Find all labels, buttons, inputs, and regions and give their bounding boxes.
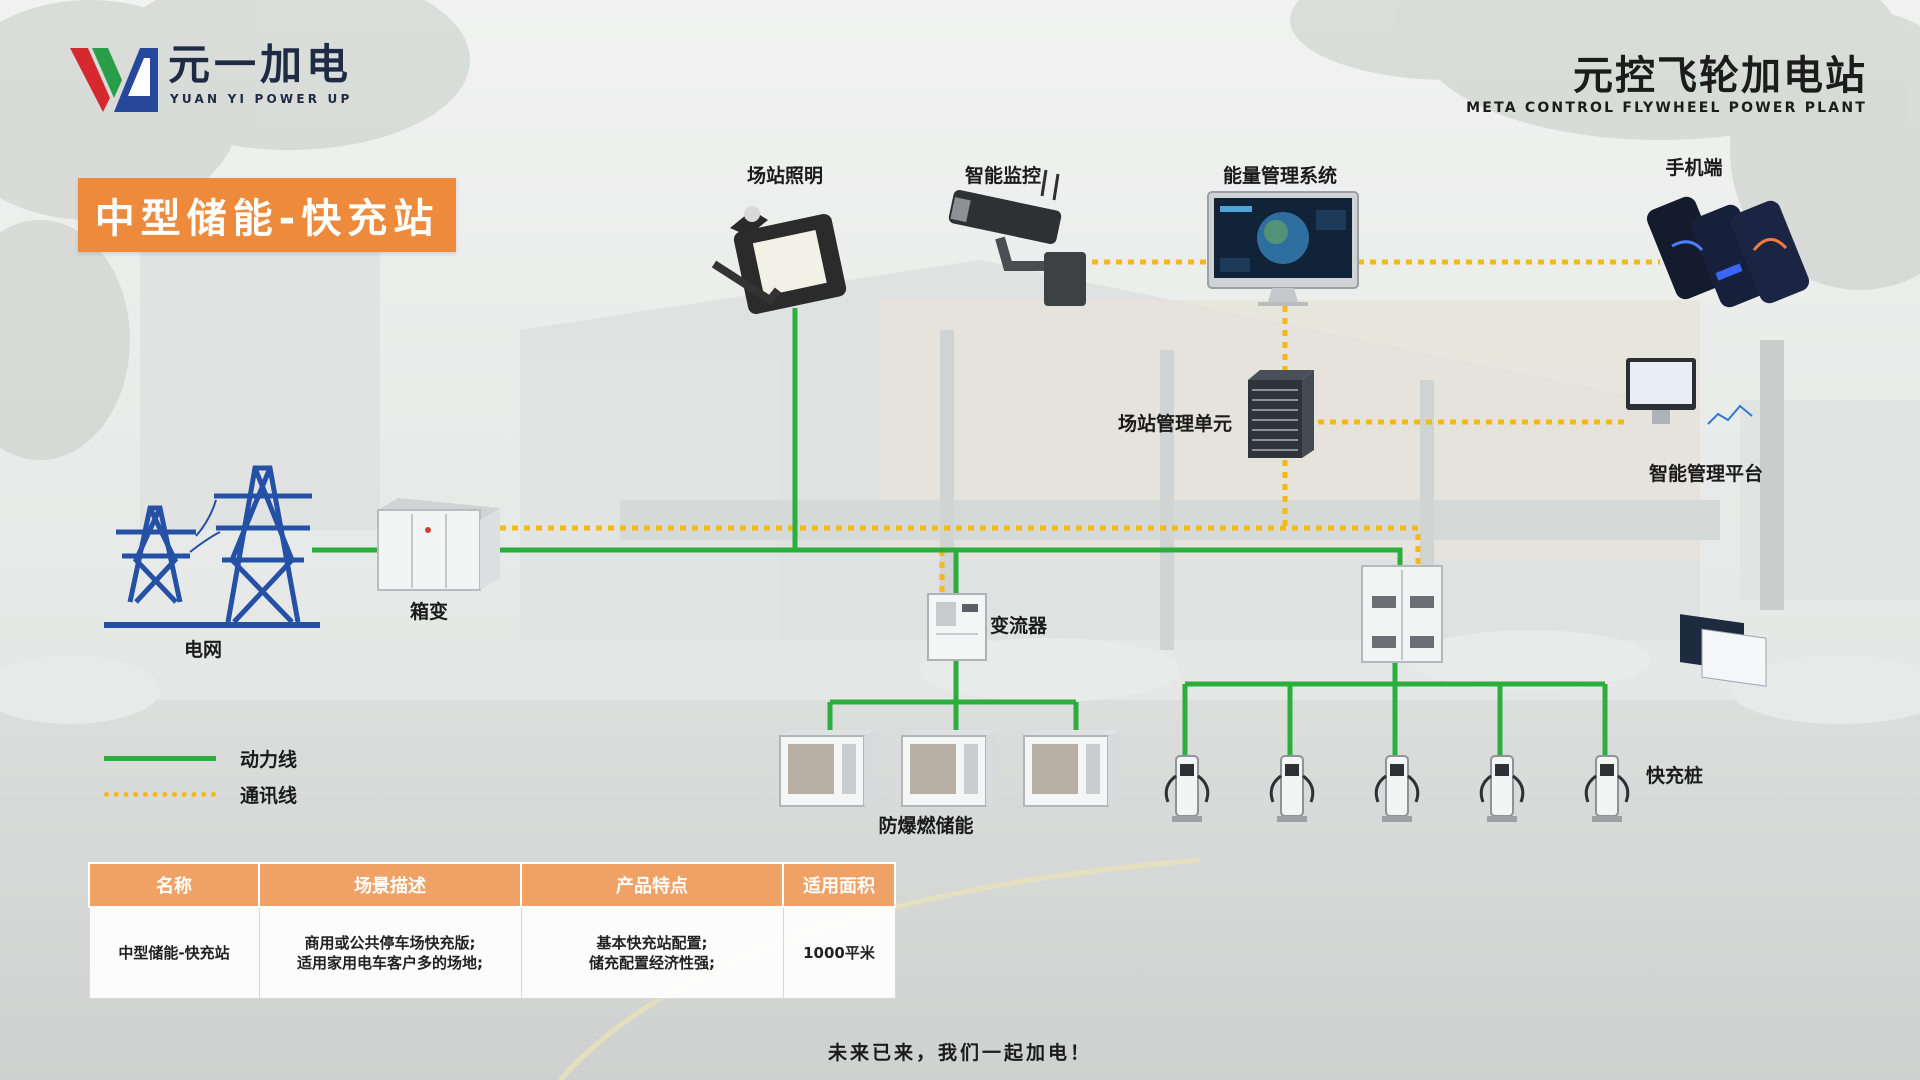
- label-monitoring: 智能监控: [965, 164, 1041, 187]
- cell-scene-line: 适用家用电车客户多的场地;: [297, 954, 483, 972]
- cell-name: 中型储能-快充站: [88, 906, 260, 999]
- page-title: 中型储能-快充站: [78, 178, 456, 252]
- brand-title: 元控飞轮加电站: [1573, 53, 1867, 99]
- charger-icon: [1374, 755, 1420, 822]
- label-ems: 能量管理系统: [1223, 164, 1337, 187]
- footer-slogan: 未来已来，我们一起加电！: [827, 1042, 1092, 1064]
- storage-unit-icon: [1023, 730, 1120, 807]
- legend-label-power: 动力线: [240, 748, 298, 771]
- camera-icon: [948, 169, 1086, 306]
- logo-icon: [70, 48, 158, 112]
- ems-monitor-icon: [1207, 191, 1359, 306]
- cell-scene: 商用或公共停车场快充版; 适用家用电车客户多的场地;: [258, 906, 522, 999]
- cell-area: 1000平米: [782, 906, 896, 999]
- cell-features-line: 基本快充站配置;: [596, 934, 708, 952]
- mobile-phones-icon: [1646, 196, 1810, 308]
- charger-icon: [1164, 755, 1210, 822]
- comm-lines: [500, 259, 1660, 594]
- spec-table: 名称 场景描述 产品特点 适用面积 中型储能-快充站 商用或公共停车场快充版; …: [88, 862, 896, 999]
- storage-unit-icon: [901, 730, 998, 807]
- management-platform-icon: [1626, 358, 1767, 687]
- header-scene: 场景描述: [258, 862, 522, 908]
- legend-item-power: 动力线: [104, 740, 297, 776]
- logo-text: 元一加电: [168, 40, 353, 89]
- legend: 动力线 通讯线: [104, 740, 297, 812]
- box-transformer-icon: [377, 498, 500, 591]
- label-grid: 电网: [184, 638, 222, 661]
- table-row: 中型储能-快充站 商用或公共停车场快充版; 适用家用电车客户多的场地; 基本快充…: [88, 906, 896, 999]
- label-chargers: 快充桩: [1646, 764, 1703, 787]
- power-line-swatch: [104, 755, 216, 761]
- logo-subtext: YUAN YI POWER UP: [170, 92, 353, 106]
- charger-icon: [1269, 755, 1315, 822]
- cell-scene-line: 商用或公共停车场快充版;: [304, 934, 476, 952]
- power-lines: [312, 308, 1608, 768]
- converter-icon: [927, 593, 987, 661]
- storage-unit-icon: [779, 730, 876, 807]
- header-name: 名称: [88, 862, 260, 908]
- legend-label-comm: 通讯线: [240, 784, 298, 807]
- legend-item-comm: 通讯线: [104, 776, 297, 812]
- label-storage: 防爆燃储能: [878, 814, 973, 837]
- label-station-unit: 场站管理单元: [1118, 412, 1232, 435]
- label-mobile: 手机端: [1665, 156, 1722, 179]
- label-box-transformer: 箱变: [410, 600, 448, 623]
- charger-icon: [1584, 755, 1630, 822]
- label-lighting: 场站照明: [747, 164, 823, 187]
- header-area: 适用面积: [782, 862, 896, 908]
- table-header-row: 名称 场景描述 产品特点 适用面积: [88, 862, 896, 908]
- cell-features: 基本快充站配置; 储充配置经济性强;: [520, 906, 784, 999]
- charging-cabinet-icon: [1361, 565, 1443, 663]
- floodlight-icon: [711, 206, 847, 314]
- label-converter: 变流器: [990, 614, 1048, 637]
- header-features: 产品特点: [520, 862, 784, 908]
- server-rack-icon: [1248, 370, 1314, 458]
- label-platform: 智能管理平台: [1649, 462, 1763, 485]
- charger-icon: [1479, 755, 1525, 822]
- cell-features-line: 储充配置经济性强;: [589, 954, 715, 972]
- power-grid-icon: [104, 465, 320, 628]
- comm-line-swatch: [104, 791, 216, 797]
- brand-subtitle: META CONTROL FLYWHEEL POWER PLANT: [1466, 100, 1867, 116]
